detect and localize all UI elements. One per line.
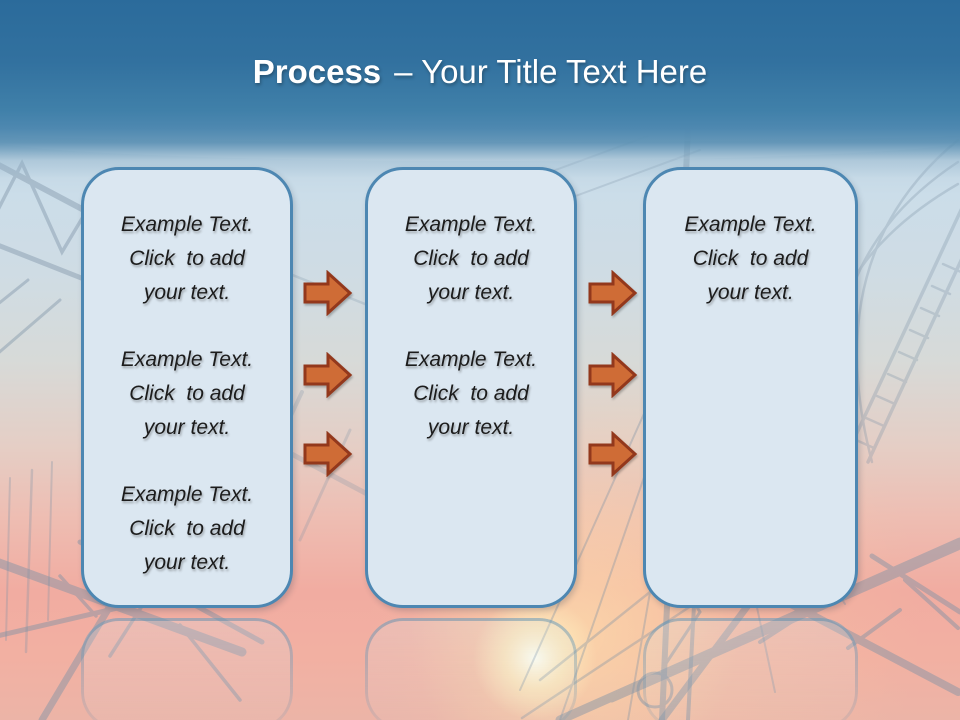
right-arrow-icon — [303, 352, 353, 398]
slide-title[interactable]: Process – Your Title Text Here — [0, 52, 960, 92]
right-arrow-icon — [303, 270, 353, 316]
text-placeholder[interactable]: Example Text. Click to add your text. — [120, 483, 254, 574]
text-placeholder[interactable]: Example Text. Click to add your text. — [404, 348, 538, 439]
right-arrow-icon — [588, 270, 638, 316]
process-box-step-3[interactable]: Example Text. Click to add your text. — [643, 167, 858, 608]
process-box-step-1[interactable]: Example Text. Click to add your text. Ex… — [81, 167, 293, 608]
right-arrow-icon — [588, 352, 638, 398]
process-box-step-2[interactable]: Example Text. Click to add your text. Ex… — [365, 167, 577, 608]
right-arrow-icon — [303, 431, 353, 477]
text-placeholder[interactable]: Example Text. Click to add your text. — [120, 348, 254, 439]
box-reflection — [81, 618, 293, 720]
right-arrow-icon — [588, 431, 638, 477]
text-placeholder[interactable]: Example Text. Click to add your text. — [404, 213, 538, 304]
box-reflection — [643, 618, 858, 720]
box-reflection — [365, 618, 577, 720]
slide-title-keyword: Process — [252, 53, 382, 90]
text-placeholder[interactable]: Example Text. Click to add your text. — [120, 213, 254, 304]
slide-title-text: – Your Title Text Here — [394, 53, 708, 90]
text-placeholder[interactable]: Example Text. Click to add your text. — [684, 213, 817, 304]
